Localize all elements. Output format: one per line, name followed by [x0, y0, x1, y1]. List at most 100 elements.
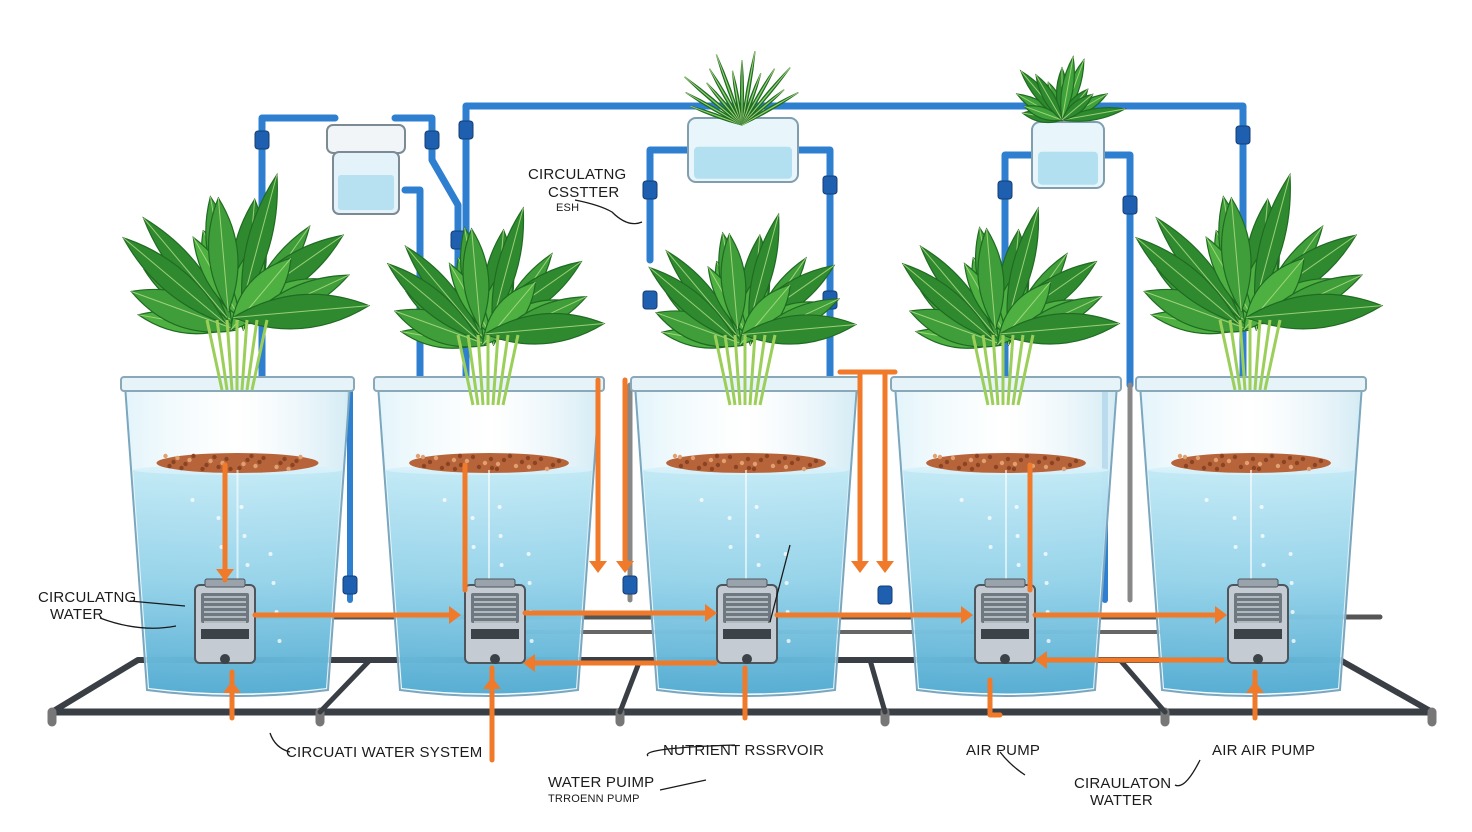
media-pebble	[294, 458, 299, 464]
plant-stem	[1258, 319, 1272, 391]
orange-outflow-4	[987, 677, 1003, 718]
media-pebble	[538, 456, 544, 462]
air-bubble	[1260, 534, 1265, 538]
plant-stem	[1253, 319, 1262, 391]
media-pebble	[1219, 453, 1225, 459]
label-air-pump: AIR PUMP	[966, 742, 1041, 759]
leaf-vein	[685, 92, 743, 126]
media-pebble	[550, 462, 556, 468]
pump-band	[471, 629, 519, 639]
flow-arrow	[1035, 651, 1047, 669]
plant-stem	[748, 334, 757, 406]
leaf-vein	[649, 267, 736, 341]
media-pebble	[1238, 464, 1244, 470]
media-pebble	[745, 456, 751, 462]
media-pebble	[1300, 456, 1306, 462]
filter-unit	[326, 124, 406, 215]
media-pebble	[813, 458, 819, 464]
leaf-vein	[1061, 93, 1093, 121]
plant-stem	[1218, 319, 1237, 391]
media-pebble	[672, 453, 678, 459]
air-bubble	[1232, 516, 1237, 520]
pump-band	[723, 629, 771, 639]
pipe-fitting	[642, 290, 658, 310]
plant-stem	[215, 319, 229, 391]
air-bubble	[1046, 639, 1051, 643]
leaf-vein	[484, 323, 605, 335]
leaf-vein	[131, 291, 238, 331]
media-pebble	[1043, 464, 1049, 470]
media-pebble	[1250, 456, 1256, 462]
blue-pipe-right-right	[1096, 151, 1134, 389]
media-pebble	[249, 453, 254, 459]
media-pebble	[488, 456, 494, 462]
media-pebble	[1042, 455, 1048, 461]
flow-arrow	[523, 654, 535, 672]
media-pebble	[678, 463, 684, 469]
media-pebble	[758, 457, 764, 463]
media-pebble	[187, 457, 192, 463]
leaf-vein	[241, 174, 278, 306]
media-pebble	[464, 458, 470, 464]
air-bubble	[271, 581, 276, 585]
leaf-vein	[471, 228, 481, 329]
media-pebble	[708, 457, 714, 463]
pump-outlet	[1000, 654, 1010, 664]
media-pebble	[702, 461, 708, 467]
leader-top	[574, 199, 643, 225]
leaf-vein	[741, 89, 785, 126]
plant-stem	[496, 334, 510, 406]
plant-stem	[1228, 319, 1242, 391]
air-bubble	[727, 516, 732, 520]
leaf-vein	[741, 68, 775, 126]
pump-vent	[723, 593, 771, 623]
plant-stem	[1263, 319, 1282, 391]
media-pebble	[216, 464, 221, 470]
tank-4	[890, 376, 1122, 697]
frame-cross-rail	[1117, 657, 1168, 715]
media-pebble	[163, 453, 168, 459]
media-pebble	[733, 464, 739, 470]
air-bubble	[756, 563, 761, 567]
air-bubble	[755, 534, 760, 538]
leader-bottom-1	[269, 732, 291, 753]
media-pebble	[494, 466, 500, 472]
media-pebble	[727, 454, 733, 460]
air-bubble	[497, 505, 502, 509]
tank-rim	[890, 376, 1122, 392]
media-pebble	[1061, 466, 1067, 472]
label-watter: WATTER	[1090, 792, 1153, 809]
media-pebble	[241, 461, 246, 467]
leaf-vein	[741, 92, 799, 126]
air-bubble	[987, 516, 992, 520]
media-pebble	[751, 466, 757, 472]
media-pebble	[286, 466, 291, 472]
media-pebble	[451, 457, 457, 463]
leaf-vein	[1156, 217, 1241, 318]
media-pebble	[1012, 461, 1018, 467]
air-bubble	[1289, 581, 1294, 585]
air-bubble	[470, 516, 475, 520]
media-pebble	[200, 466, 205, 472]
pump-vent	[471, 593, 519, 623]
pump-outlet	[1253, 654, 1263, 664]
leader-bottom-7	[1174, 759, 1201, 787]
plant-stem	[758, 334, 777, 406]
frame-cross-rail	[867, 657, 888, 715]
leader-bottom-6	[999, 751, 1026, 776]
media-pebble	[452, 466, 458, 472]
pump-outlet	[220, 654, 230, 664]
media-pebble	[237, 465, 242, 471]
media-pebble	[253, 463, 258, 469]
pump-outlet	[742, 654, 752, 664]
media-pebble	[458, 462, 464, 468]
air-bubble	[1259, 505, 1264, 509]
plant-stem	[1006, 334, 1015, 406]
hanging-pot-center	[687, 117, 799, 183]
media-pebble	[1251, 465, 1257, 471]
media-pebble	[224, 456, 229, 462]
air-bubble	[527, 581, 532, 585]
media-pebble	[290, 462, 295, 468]
frame-cross-rail	[317, 657, 373, 715]
